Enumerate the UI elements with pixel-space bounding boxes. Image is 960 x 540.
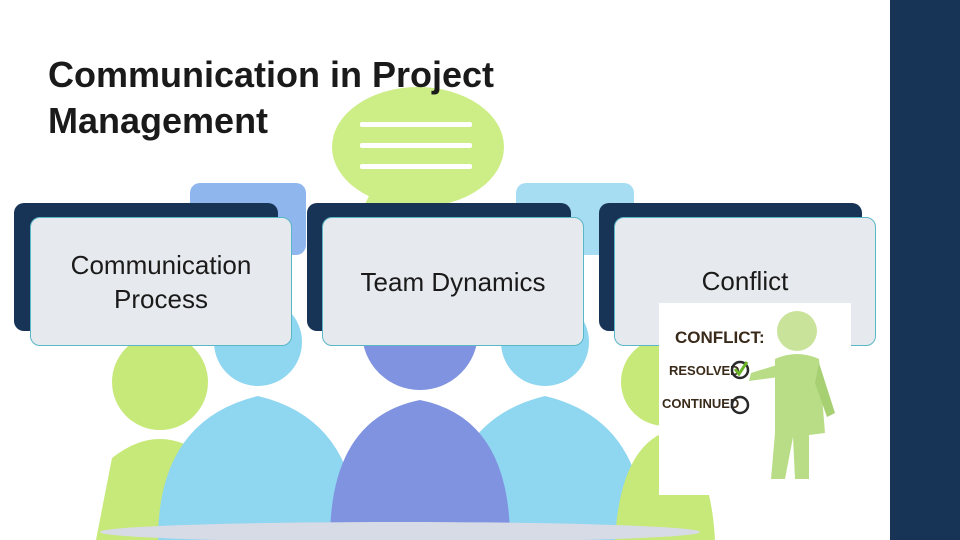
check-mark-icon [733, 361, 749, 377]
slide-title-line: Management [48, 100, 269, 141]
conflict-option: CONTINUED [662, 396, 739, 411]
speech-bubble-icon [332, 87, 504, 214]
box-label-line: Communication [70, 249, 252, 280]
box-label: Communication Process [65, 248, 258, 316]
checkbox-checked-icon [730, 360, 750, 380]
sidebar-accent [890, 0, 960, 540]
box-label: Team Dynamics [355, 265, 552, 299]
box-team-dynamics[interactable]: Team Dynamics [322, 217, 584, 346]
slide-title: Communication in Project Management [48, 52, 494, 144]
box-label: Conflict [696, 264, 795, 298]
conflict-option: RESOLVED [669, 363, 740, 378]
slide-title-line: Communication in Project [48, 54, 495, 95]
checkbox-empty-icon [730, 395, 750, 415]
box-communication-process[interactable]: Communication Process [30, 217, 292, 346]
box-label-line: Team Dynamics [360, 266, 546, 297]
conflict-heading: CONFLICT: [675, 328, 765, 347]
box-label-line: Conflict [701, 266, 789, 296]
box-label-line: Process [114, 283, 208, 314]
figure-check-icon: CONFLICT: RESOLVED CONTINUED [659, 303, 851, 495]
